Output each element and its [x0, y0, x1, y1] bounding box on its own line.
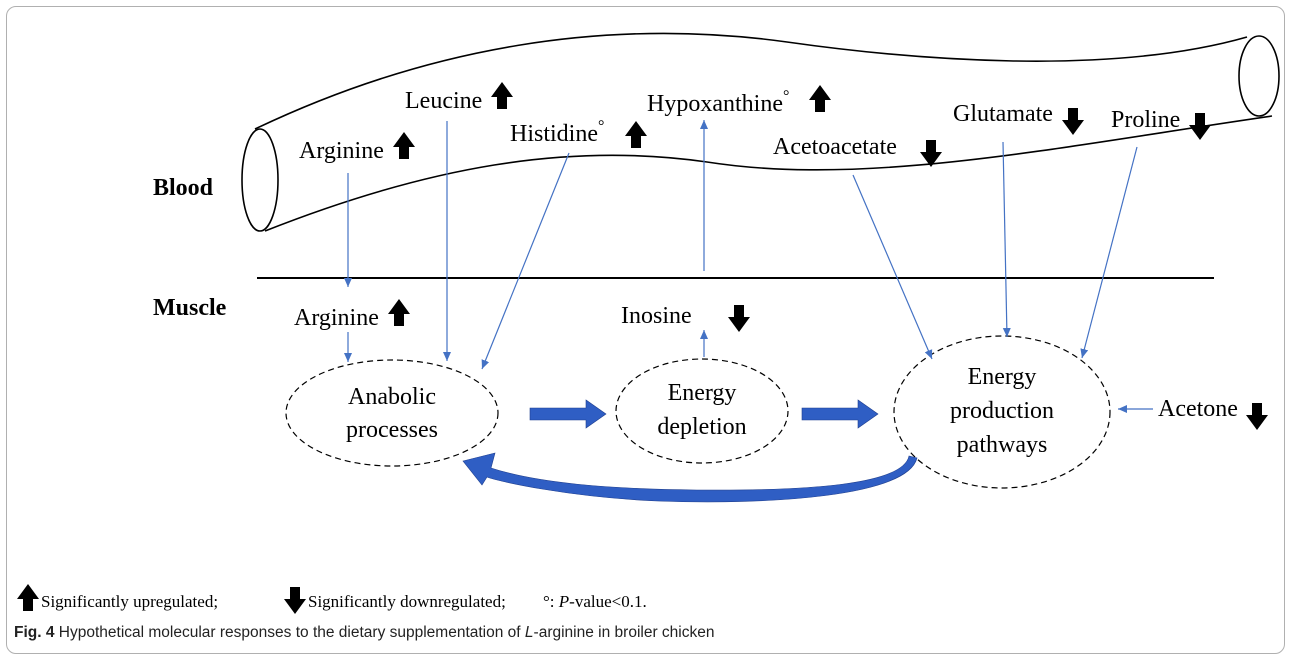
svg-text:Hypoxanthine°: Hypoxanthine°	[647, 88, 789, 117]
region-label-muscle: Muscle	[153, 295, 227, 321]
svg-text:Arginine: Arginine	[299, 138, 384, 164]
arrow-proline-to-production	[1080, 146, 1138, 359]
svg-text:Significantly downregulated;: Significantly downregulated;	[308, 592, 506, 611]
svg-text:Acetoacetate: Acetoacetate	[773, 134, 897, 160]
svg-text:Energy: Energy	[668, 380, 737, 406]
down-arrow-icon	[1062, 108, 1084, 135]
figure-number: Fig. 4	[14, 624, 55, 641]
svg-text:Glutamate: Glutamate	[953, 101, 1053, 127]
process-energy-depletion: Energy depletion	[615, 358, 789, 464]
down-arrow-icon	[284, 587, 306, 614]
caption-italic: L	[524, 624, 534, 641]
down-arrow-icon	[920, 140, 942, 167]
up-arrow-icon	[491, 82, 513, 109]
svg-text:Inosine: Inosine	[621, 303, 692, 329]
blood-metabolite-proline: Proline	[1111, 107, 1211, 140]
process-anabolic: Anabolic processes	[285, 359, 499, 467]
caption-text: Hypothetical molecular responses to the …	[54, 624, 525, 641]
blood-metabolite-acetoacetate: Acetoacetate	[773, 134, 942, 167]
figure-frame: Blood Muscle Arginine Leucine Histidine°…	[6, 6, 1285, 654]
muscle-metabolite-acetone: Acetone	[1158, 396, 1268, 430]
caption-text-end: -arginine in broiler chicken	[533, 624, 715, 641]
region-label-blood: Blood	[153, 175, 214, 201]
up-arrow-icon	[809, 85, 831, 112]
arrow-glutamate-to-production	[1002, 141, 1011, 338]
svg-text:pathways: pathways	[957, 432, 1048, 458]
arrow-depletion-to-production	[801, 399, 879, 429]
arrow-anabolic-to-depletion	[529, 399, 607, 429]
svg-text:°: P-value<0.1.: °: P-value<0.1.	[543, 592, 647, 611]
svg-text:Proline: Proline	[1111, 107, 1180, 133]
svg-text:Energy: Energy	[968, 364, 1037, 390]
arrow-production-feedback-to-anabolic	[462, 452, 918, 503]
muscle-metabolite-inosine: Inosine	[621, 303, 750, 332]
svg-text:processes: processes	[346, 417, 438, 443]
svg-text:Arginine: Arginine	[294, 305, 379, 331]
figure-caption: Fig. 4 Hypothetical molecular responses …	[14, 624, 1279, 642]
up-arrow-icon	[388, 299, 410, 326]
connector-arrows	[344, 120, 1153, 413]
arrow-acetoacetate-to-production	[852, 174, 933, 360]
blood-metabolite-arginine: Arginine	[299, 132, 415, 164]
blood-vessel	[241, 32, 1280, 232]
down-arrow-icon	[1189, 113, 1211, 140]
diagram: Blood Muscle Arginine Leucine Histidine°…	[17, 32, 1280, 614]
svg-text:Leucine: Leucine	[405, 88, 482, 114]
muscle-metabolite-arginine: Arginine	[294, 299, 410, 331]
down-arrow-icon	[1246, 403, 1268, 430]
svg-text:depletion: depletion	[657, 414, 746, 440]
process-energy-production: Energy production pathways	[893, 335, 1111, 489]
up-arrow-icon	[17, 584, 39, 611]
arrow-histidine-to-anabolic	[481, 152, 570, 370]
blood-metabolite-leucine: Leucine	[405, 82, 513, 114]
up-arrow-icon	[625, 121, 647, 148]
blood-metabolite-glutamate: Glutamate	[953, 101, 1084, 135]
svg-text:Acetone: Acetone	[1158, 396, 1238, 422]
svg-text:Significantly upregulated;: Significantly upregulated;	[41, 592, 218, 611]
down-arrow-icon	[728, 305, 750, 332]
svg-text:Histidine°: Histidine°	[510, 118, 604, 147]
svg-text:Anabolic: Anabolic	[348, 384, 436, 410]
up-arrow-icon	[393, 132, 415, 159]
blood-metabolite-hypoxanthine: Hypoxanthine°	[647, 85, 831, 117]
svg-text:production: production	[950, 398, 1054, 424]
legend: Significantly upregulated; Significantly…	[17, 584, 647, 614]
blood-metabolite-histidine: Histidine°	[510, 118, 647, 148]
